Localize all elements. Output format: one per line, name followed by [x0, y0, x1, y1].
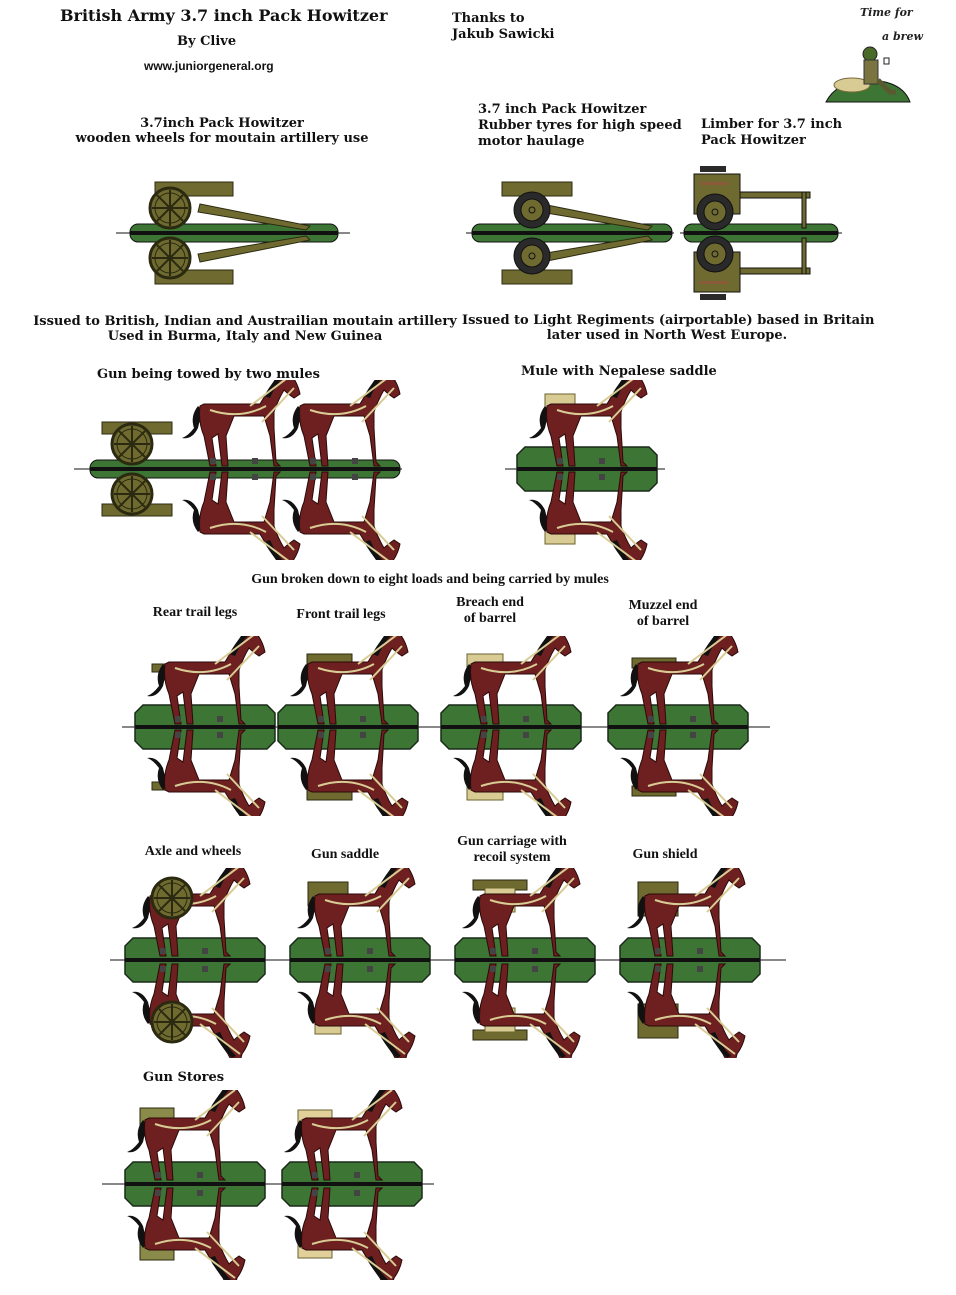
gun-towed-by-mules	[74, 380, 402, 560]
mule-gun-saddle	[289, 868, 431, 1058]
load-label-rear-trail: Rear trail legs	[152, 605, 238, 620]
load-label-gun-saddle: Gun saddle	[310, 847, 380, 862]
limber-label-1: Limber for 3.7 inch	[701, 117, 843, 132]
load-label-gun-shield: Gun shield	[632, 847, 698, 862]
mule-gun-shield	[619, 868, 761, 1058]
thanks-name: Jakub Sawicki	[452, 27, 555, 42]
rubber-gun-note-2: later used in North West Europe.	[546, 328, 788, 343]
mule-gun-stores-olive	[124, 1090, 266, 1280]
page-title: British Army 3.7 inch Pack Howitzer	[60, 6, 388, 25]
mule-rear-trail-legs	[134, 636, 276, 816]
limber-label-2: Pack Howitzer	[701, 133, 806, 148]
wooden-gun-note-2: Used in Burma, Italy and New Guinea	[107, 329, 383, 344]
rubber-gun-label-2: Rubber tyres for high speed	[478, 118, 682, 133]
mule-breach-end	[440, 636, 582, 816]
rubber-tyre-howitzer	[466, 181, 674, 285]
mule-gun-carriage-recoil	[454, 868, 596, 1058]
load-label-breach-1: Breach end	[456, 595, 524, 610]
wooden-gun-label-1: 3.7inch Pack Howitzer	[140, 116, 304, 131]
logo-text-1: Time for	[860, 6, 913, 19]
wooden-wheel-howitzer	[116, 181, 350, 285]
mule-nepalese-saddle	[505, 380, 665, 560]
load-label-front-trail: Front trail legs	[296, 607, 386, 622]
limber	[680, 166, 842, 300]
load-label-carriage-2: recoil system	[473, 850, 551, 865]
load-label-axle-wheels: Axle and wheels	[144, 844, 242, 859]
gun-stores-label: Gun Stores	[143, 1070, 225, 1085]
loads-row-2	[110, 868, 786, 1058]
author: By Clive	[177, 34, 237, 49]
load-label-muzzle-1: Muzzel end	[628, 598, 698, 613]
rubber-gun-label-1: 3.7 inch Pack Howitzer	[478, 102, 647, 117]
mule-front-trail-legs	[277, 636, 419, 816]
rubber-gun-label-3: motor haulage	[478, 134, 585, 149]
loads-row-1	[122, 636, 770, 816]
load-label-carriage-1: Gun carriage with	[457, 834, 567, 849]
mule-axle-wheels	[124, 868, 266, 1058]
nepalese-label: Mule with Nepalese saddle	[521, 364, 717, 379]
load-label-muzzle-2: of barrel	[636, 614, 690, 629]
towed-label: Gun being towed by two mules	[97, 367, 320, 382]
mule-muzzle-end	[607, 636, 749, 816]
website-link[interactable]: www.juniorgeneral.org	[144, 59, 274, 73]
thanks-label: Thanks to	[452, 11, 525, 26]
logo-text-2: a brew	[882, 30, 923, 43]
wooden-gun-label-2: wooden wheels for moutain artillery use	[75, 131, 369, 146]
gun-stores-row	[102, 1090, 434, 1280]
rubber-gun-note-1: Issued to Light Regiments (airportable) …	[462, 313, 875, 328]
mule-gun-stores-tan	[281, 1090, 423, 1280]
soldier-brew-logo	[825, 46, 911, 103]
wooden-gun-note-1: Issued to British, Indian and Austrailia…	[33, 314, 457, 329]
loads-heading: Gun broken down to eight loads and being…	[251, 572, 609, 587]
load-label-breach-2: of barrel	[463, 611, 517, 626]
